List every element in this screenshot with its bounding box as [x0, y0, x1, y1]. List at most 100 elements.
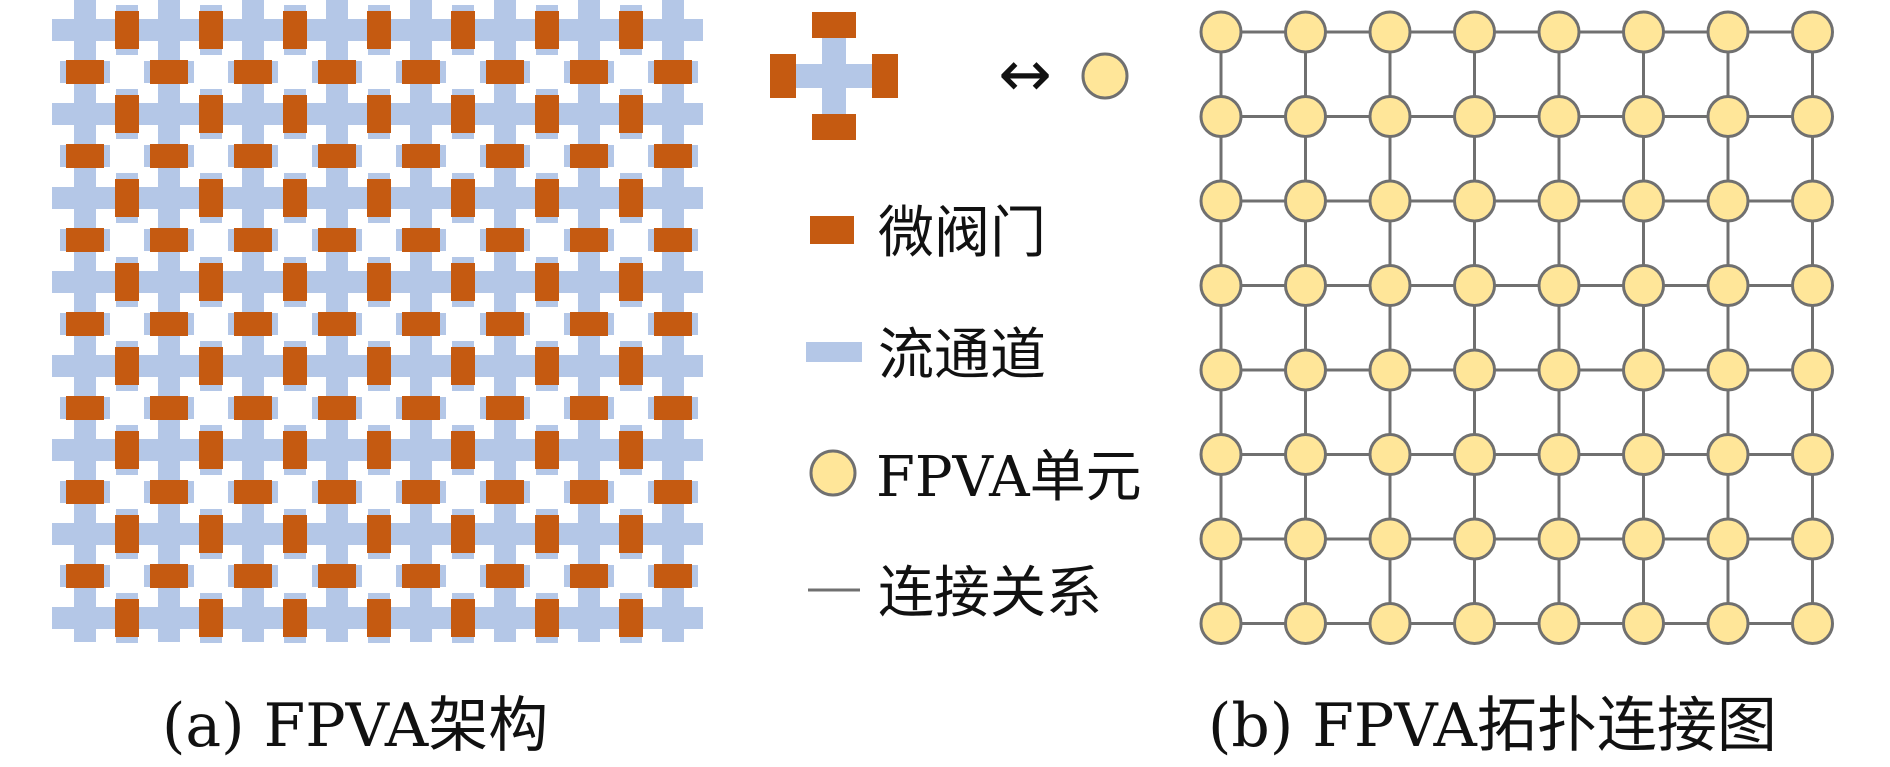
valve: [199, 599, 223, 637]
fpva-cell-node: [1622, 602, 1665, 645]
fpva-cell-node: [1791, 264, 1834, 307]
fpva-cell-node: [1453, 433, 1496, 476]
fpva-cell-node: [1622, 348, 1665, 392]
valve: [451, 431, 475, 469]
valve: [115, 599, 139, 637]
valve: [283, 263, 307, 301]
valve: [570, 480, 608, 504]
icon-valve-left: [770, 54, 796, 98]
valve: [66, 480, 104, 504]
fpva-cell-node: [1368, 264, 1412, 307]
valve: [115, 11, 139, 49]
valve: [318, 144, 356, 168]
valve: [367, 263, 391, 301]
valve: [570, 312, 608, 336]
valve: [486, 312, 524, 336]
fpva-cell-node: [1791, 10, 1834, 54]
valve: [451, 599, 475, 637]
valve: [535, 431, 559, 469]
valve: [234, 312, 272, 336]
fpva-cell-node: [1791, 95, 1834, 138]
icon-valve-top: [812, 12, 856, 38]
fpva-cell-node: [1199, 517, 1243, 561]
valve: [486, 396, 524, 420]
valve: [115, 347, 139, 385]
valve: [66, 396, 104, 420]
fpva-cell-node: [1622, 10, 1665, 54]
valve: [318, 480, 356, 504]
fpva-cell-node: [1706, 517, 1750, 561]
connection-legend-label: 连接关系: [878, 561, 1102, 626]
fpva-cell-node: [1622, 95, 1665, 138]
valve: [654, 60, 692, 84]
valve: [619, 599, 643, 637]
fpva-cell-node: [1284, 602, 1327, 645]
valve: [535, 263, 559, 301]
valve: [283, 95, 307, 133]
valve: [367, 431, 391, 469]
valve: [367, 95, 391, 133]
valve: [234, 480, 272, 504]
valve: [367, 515, 391, 553]
valve: [654, 564, 692, 588]
fpva-cell-node: [1453, 602, 1496, 645]
valve: [150, 228, 188, 252]
valve: [486, 228, 524, 252]
valve: [535, 95, 559, 133]
fpva-cell-node: [1537, 264, 1581, 307]
fpva-cell-node: [1368, 95, 1412, 138]
valve: [486, 144, 524, 168]
valve: [115, 179, 139, 217]
caption-b: (b) FPVA拓扑连接图: [1208, 691, 1777, 761]
fpva-cell-node: [1706, 264, 1750, 307]
valve: [535, 515, 559, 553]
valve: [451, 95, 475, 133]
fpva-cell-node: [1284, 348, 1327, 392]
valve: [619, 179, 643, 217]
valve: [486, 480, 524, 504]
fpva-cell-node: [1284, 179, 1327, 223]
valve: [66, 228, 104, 252]
fpva-cell-node: [1368, 433, 1412, 476]
fpva-cell-legend-swatch: [809, 449, 857, 497]
valve: [66, 144, 104, 168]
valve: [402, 144, 440, 168]
valve: [199, 263, 223, 301]
valve: [486, 564, 524, 588]
fpva-cell-node: [1199, 433, 1243, 476]
valve: [451, 515, 475, 553]
valve: [150, 60, 188, 84]
valve: [234, 564, 272, 588]
fpva-cell-node: [1791, 179, 1834, 223]
fpva-cell-node: [1622, 517, 1665, 561]
valve: [283, 179, 307, 217]
icon-valve-bottom: [812, 114, 856, 140]
valve: [402, 228, 440, 252]
fpva-cell-node: [1453, 264, 1496, 307]
fpva-topology-panel: [1199, 10, 1834, 645]
valve: [535, 599, 559, 637]
valve: [115, 263, 139, 301]
valve: [570, 564, 608, 588]
valve: [402, 60, 440, 84]
valve: [654, 144, 692, 168]
valve-legend-label: 微阀门: [878, 201, 1046, 266]
fpva-cell-legend-label: FPVA单元: [876, 445, 1142, 510]
valve: [570, 228, 608, 252]
valve: [451, 263, 475, 301]
fpva-cell-node: [1791, 517, 1834, 561]
valve: [318, 312, 356, 336]
valve: [66, 564, 104, 588]
valve: [150, 144, 188, 168]
fpva-cell-node: [1284, 10, 1327, 54]
fpva-cell-node: [1284, 517, 1327, 561]
valve: [318, 228, 356, 252]
fpva-cell-node: [1368, 517, 1412, 561]
fpva-cell-node: [1199, 602, 1243, 645]
valve: [402, 564, 440, 588]
fpva-cell-node: [1706, 602, 1750, 645]
valve: [367, 11, 391, 49]
fpva-cell-node: [1199, 264, 1243, 307]
valve: [115, 431, 139, 469]
